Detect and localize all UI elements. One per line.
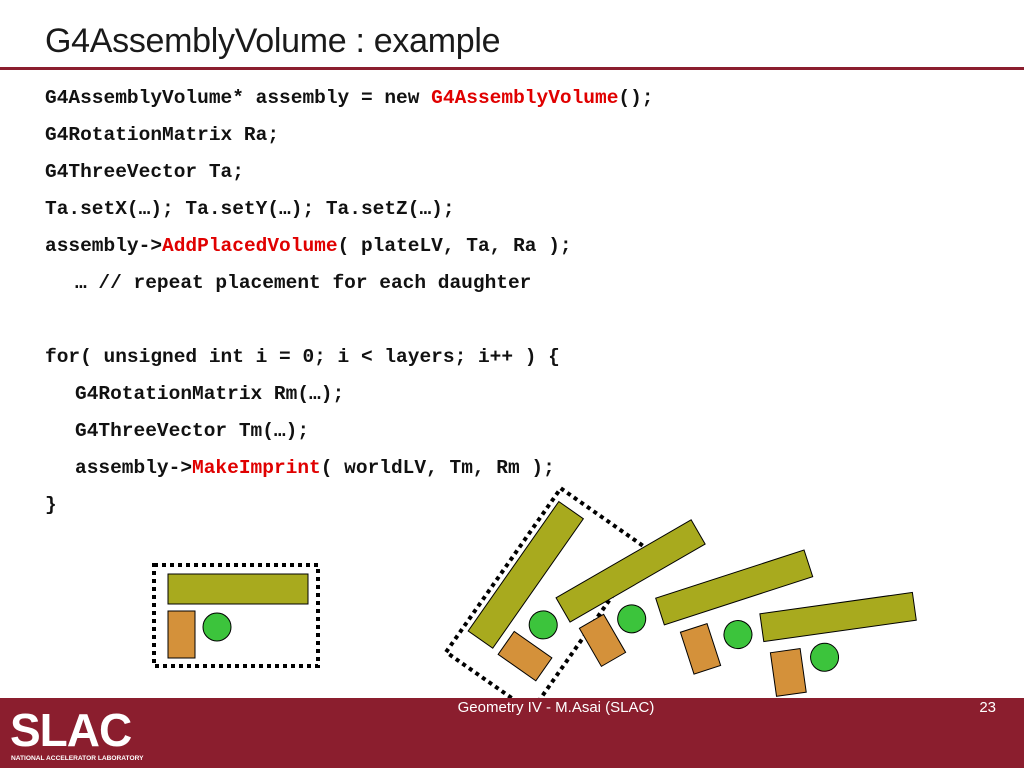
circle-shape [528,610,558,640]
footer-caption: Geometry IV - M.Asai (SLAC) [457,699,655,716]
circle-shape [617,604,647,634]
plate-shape [655,549,814,626]
code-text: ( worldLV, Tm, Rm ); [320,457,555,479]
code-line-5: assembly->AddPlacedVolume( plateLV, Ta, … [45,228,654,265]
plate-shape [167,573,309,605]
plate-shape [759,591,917,643]
code-line-8: G4RotationMatrix Rm(…); [75,383,345,405]
plate-shape [467,500,585,649]
assembly-imprint-1 [443,485,649,700]
code-highlight: MakeImprint [192,457,321,479]
code-block: G4AssemblyVolume* assembly = new G4Assem… [45,80,654,524]
assembly-imprint-3 [655,549,814,675]
code-line-11: } [45,494,57,516]
code-text: ( plateLV, Ta, Ra ); [337,235,572,257]
code-highlight: AddPlacedVolume [162,235,338,257]
logo-text: SLAC [10,704,131,756]
slac-logo: SLAC NATIONAL ACCELERATOR LABORATORY [10,704,144,762]
code-line-9: G4ThreeVector Tm(…); [75,420,310,442]
assembly-outline [152,563,320,668]
assembly-diagram [152,485,917,700]
code-line-2: G4RotationMatrix Ra; [45,124,280,146]
box-shape [167,610,196,659]
code-text: assembly-> [75,457,193,479]
assembly-imprint-2 [555,519,706,668]
page-number: 23 [979,699,996,716]
code-line-10: assembly->MakeImprint( worldLV, Tm, Rm )… [45,450,654,487]
assembly-prototype [152,563,320,668]
plate-shape [555,519,706,623]
box-shape [679,622,722,675]
code-highlight: G4AssemblyVolume [431,87,619,109]
slide-footer: SLAC NATIONAL ACCELERATOR LABORATORY Geo… [0,698,1024,768]
code-line-4: Ta.setX(…); Ta.setY(…); Ta.setZ(…); [45,198,455,220]
circle-shape [723,620,753,650]
code-line-7: for( unsigned int i = 0; i < layers; i++… [45,346,560,368]
box-shape [497,630,553,682]
assembly-imprint-4 [759,591,917,697]
slide-title: G4AssemblyVolume : example [45,22,501,60]
code-line-3: G4ThreeVector Ta; [45,161,244,183]
code-text: G4AssemblyVolume* assembly = new [45,87,432,109]
box-shape [769,648,807,697]
logo-subtitle: NATIONAL ACCELERATOR LABORATORY [11,755,144,762]
code-text: (); [618,87,654,109]
code-text: assembly-> [45,235,163,257]
circle-shape [202,612,232,642]
title-divider [0,67,1024,70]
code-line-6: … // repeat placement for each daughter [75,272,532,294]
box-shape [578,613,627,668]
code-line-1: G4AssemblyVolume* assembly = new G4Assem… [45,80,654,117]
circle-shape [810,642,840,672]
